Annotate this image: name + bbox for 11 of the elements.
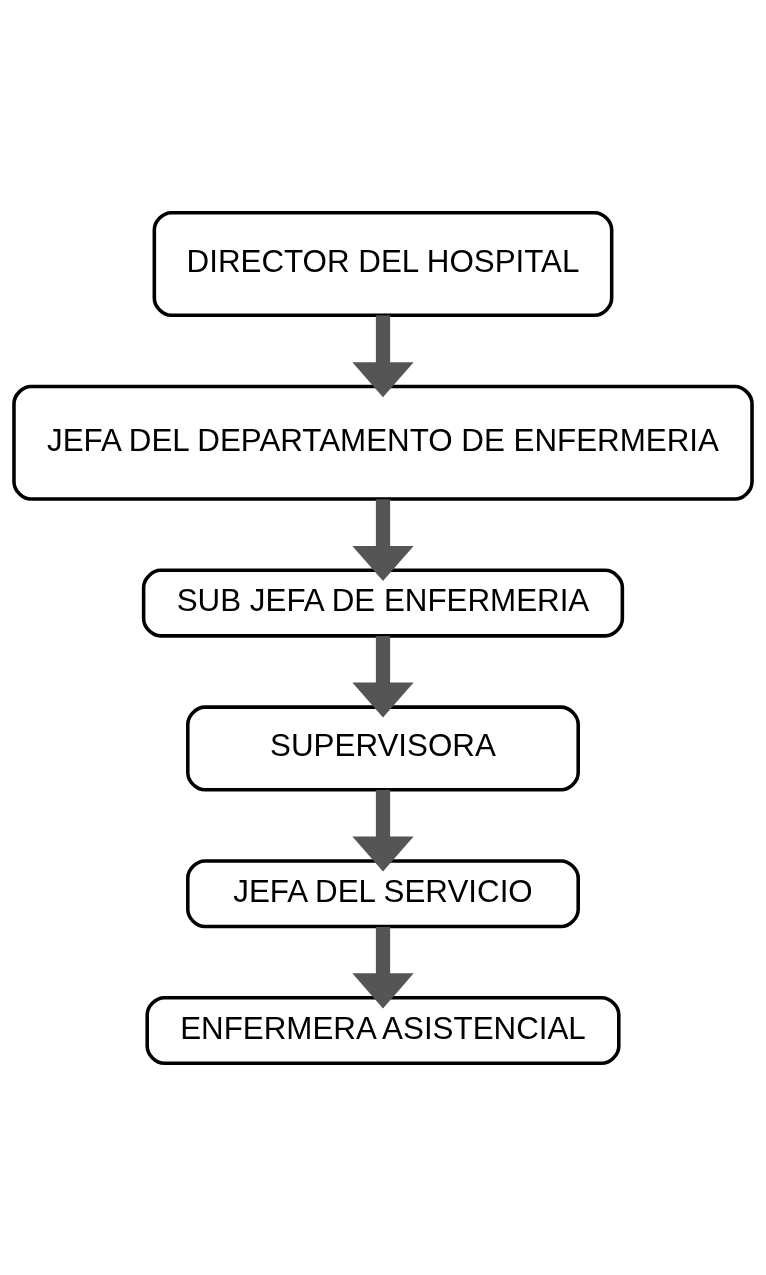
node-box: SUB JEFA DE ENFERMERIA bbox=[141, 568, 625, 638]
arrow bbox=[352, 314, 414, 397]
arrow bbox=[352, 498, 414, 581]
node-box: DIRECTOR DEL HOSPITAL bbox=[152, 210, 614, 317]
node-box: SUPERVISORA bbox=[186, 704, 580, 791]
arrow bbox=[352, 789, 414, 871]
node-box: JEFA DEL SERVICIO bbox=[186, 858, 580, 928]
node-box: JEFA DEL DEPARTAMENTO DE ENFERMERIA bbox=[12, 384, 754, 501]
arrow bbox=[352, 635, 414, 718]
node-box: ENFERMERA ASISTENCIAL bbox=[145, 995, 621, 1065]
arrow bbox=[352, 926, 414, 1008]
